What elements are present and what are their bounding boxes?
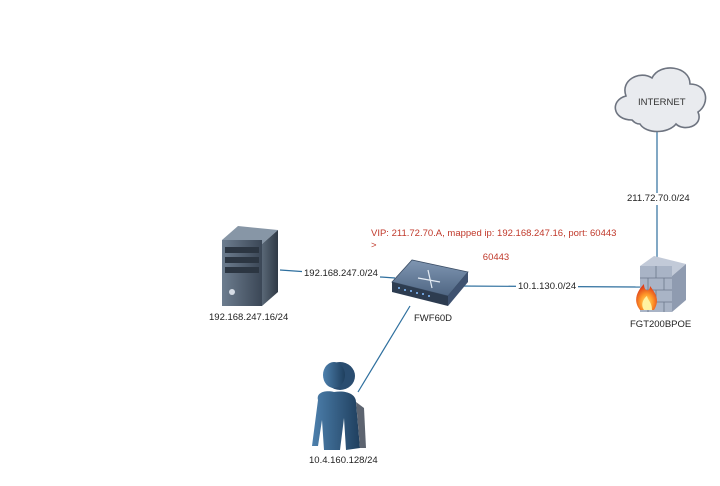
vip-annotation-line2: 60443 xyxy=(482,252,510,263)
link-label-server-switch: 192.168.247.0/24 xyxy=(302,268,380,280)
link-switch-user[interactable] xyxy=(357,305,411,393)
cloud-icon[interactable] xyxy=(614,67,707,133)
link-label-switch-fgt: 10.1.130.0/24 xyxy=(516,281,579,293)
server-label: 192.168.247.16/24 xyxy=(207,312,291,324)
cloud-label: INTERNET xyxy=(638,97,686,108)
switch-icon[interactable] xyxy=(391,259,469,306)
vip-annotation: VIP: 211.72.70.A, mapped ip: 192.168.247… xyxy=(371,228,621,264)
server-icon[interactable] xyxy=(222,226,278,306)
firewall-icon[interactable] xyxy=(636,256,686,312)
user-icon[interactable] xyxy=(312,362,366,450)
user-label: 10.4.160.128/24 xyxy=(307,455,380,467)
link-label-internet-fgt: 211.72.70.0/24 xyxy=(625,193,692,205)
switch-label: FWF60D xyxy=(412,313,454,325)
firewall-label: FGT200BPOE xyxy=(628,319,694,331)
vip-annotation-line1: VIP: 211.72.70.A, mapped ip: 192.168.247… xyxy=(371,228,617,251)
